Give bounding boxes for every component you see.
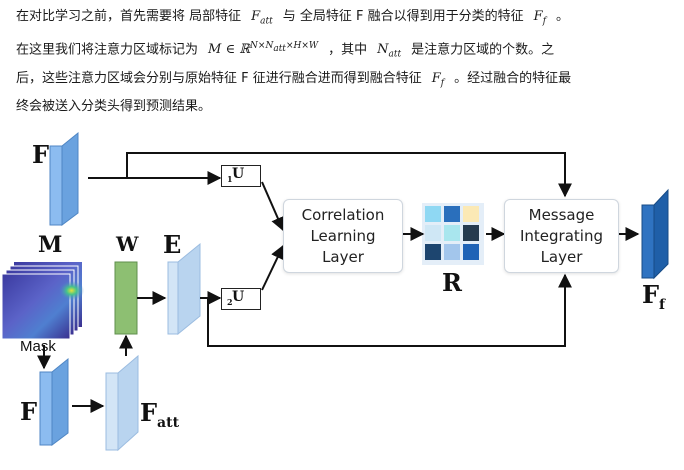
paragraph-line-2: 在这里我们将注意力区域标记为 M ∈ ℝN×Natt×H×W ，其中 Natt 是注意力… xyxy=(16,34,680,67)
message-line-1: Message xyxy=(528,205,595,224)
math-f-att: Fatt xyxy=(251,9,273,27)
feature-f-att xyxy=(105,354,139,452)
r-matrix-cell xyxy=(463,244,479,260)
label-m: M xyxy=(38,232,63,258)
label-mask: Mask xyxy=(20,338,56,355)
math-f-f: Ff xyxy=(533,9,547,27)
label-r: R xyxy=(442,268,462,297)
feature-f-bottom xyxy=(39,357,69,446)
correlation-learning-layer: Correlation Learning Layer xyxy=(283,199,403,273)
r-matrix-cell xyxy=(463,225,479,241)
r-matrix-cell xyxy=(425,244,441,260)
text-segment: 后，这些注意力区域会分别与原始特征 F 征进行融合进而得到融合特征 xyxy=(16,70,422,86)
text-segment: 是注意力区域的个数。之 xyxy=(411,41,555,57)
description-paragraph: 在对比学习之前，首先需要将 局部特征 Fatt 与 全局特征 F 融合以得到用于分类… xyxy=(16,5,680,119)
label-w: W xyxy=(116,232,139,256)
label-f-top: F xyxy=(32,140,50,169)
paragraph-line-1: 在对比学习之前，首先需要将 局部特征 Fatt 与 全局特征 F 融合以得到用于分类… xyxy=(16,9,570,27)
mask-stack xyxy=(1,262,86,340)
r-matrix-cell xyxy=(425,225,441,241)
correlation-line-2: Learning xyxy=(310,226,376,245)
feature-e xyxy=(167,242,201,336)
label-f-att: Fatt xyxy=(140,398,180,431)
r-matrix-cell xyxy=(463,206,479,222)
w-block xyxy=(114,261,138,335)
r-matrix-cell xyxy=(444,225,460,241)
feature-f-f xyxy=(641,188,669,280)
math-m-definition: M ∈ ℝN×Natt×H×W xyxy=(208,40,319,57)
arrows xyxy=(37,152,640,413)
text-segment: 。经过融合的特征最 xyxy=(454,70,572,86)
message-line-3: Layer xyxy=(540,247,583,266)
text-segment: 与 全局特征 F 融合以得到用于分类的特征 xyxy=(282,9,524,24)
message-integrating-layer: Message Integrating Layer xyxy=(504,199,619,273)
feature-f-top xyxy=(49,131,79,226)
math-n-att: Natt xyxy=(377,41,402,60)
text-segment: 终会被送入分类头得到预测结果。 xyxy=(16,99,212,115)
message-line-2: Integrating xyxy=(520,226,603,245)
label-e: E xyxy=(163,230,182,259)
paragraph-line-4: 终会被送入分类头得到预测结果。 xyxy=(16,95,680,119)
r-matrix-cell xyxy=(444,206,460,222)
paragraph-line-3: 后，这些注意力区域会分别与原始特征 F 征进行融合进而得到融合特征 Ff 。经过融合… xyxy=(16,67,680,96)
correlation-line-1: Correlation xyxy=(301,205,385,224)
r-matrix-cell xyxy=(444,244,460,260)
label-f-bottom: F xyxy=(20,397,38,426)
label-f-f: Ff xyxy=(642,280,666,313)
text-segment: 在对比学习之前，首先需要将 局部特征 xyxy=(16,9,242,24)
r-matrix-cell xyxy=(425,206,441,222)
r-matrix xyxy=(422,203,484,265)
text-segment: 在这里我们将注意力区域标记为 xyxy=(16,41,199,57)
correlation-line-3: Layer xyxy=(322,247,364,266)
text-segment: ，其中 xyxy=(328,41,368,57)
math-f-f: Ff xyxy=(431,70,445,89)
